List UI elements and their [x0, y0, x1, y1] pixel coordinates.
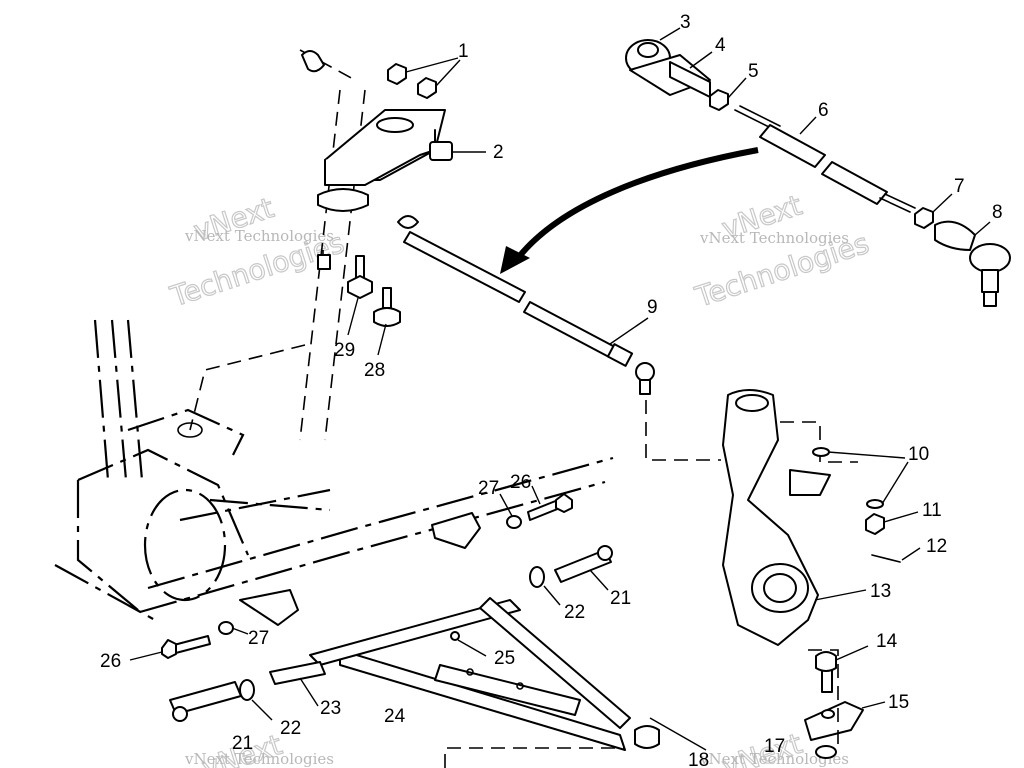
callout-22b: 22	[280, 718, 301, 739]
callout-2: 2	[493, 142, 504, 163]
callout-14: 14	[876, 631, 898, 652]
callout-25: 25	[494, 648, 515, 669]
callout-1: 1	[458, 41, 469, 62]
callout-6: 6	[818, 100, 829, 121]
curved-arrow-icon	[515, 147, 759, 260]
callout-28: 28	[364, 360, 385, 381]
callout-4: 4	[715, 35, 726, 56]
callout-15: 15	[888, 692, 909, 713]
callout-29: 29	[334, 340, 355, 361]
callout-26b: 26	[100, 651, 121, 672]
curved-arrow-head-icon	[500, 246, 530, 274]
callout-3: 3	[680, 12, 691, 33]
frame-bulkhead	[54, 319, 614, 626]
callout-27b: 27	[248, 628, 269, 649]
callout-21a: 21	[610, 588, 631, 609]
callout-11: 11	[922, 500, 942, 521]
callout-23: 23	[320, 698, 341, 719]
callout-26a: 26	[510, 472, 531, 493]
watermark-caption-bottom-right: vNext Technologies	[699, 750, 849, 768]
callout-18: 18	[688, 750, 709, 768]
a-arm-assembly	[129, 485, 707, 768]
callout-numbers: 1 2 3 4 5 6 7 8 9 10 11 12 13 14 15 17 1…	[100, 12, 1003, 768]
callout-22a: 22	[564, 602, 585, 623]
callout-7: 7	[954, 176, 965, 197]
callout-27a: 27	[478, 478, 499, 499]
watermark-caption-left: vNext Technologies	[184, 227, 334, 245]
steering-post-assembly	[189, 49, 486, 441]
callout-17: 17	[764, 736, 785, 757]
spindle-assembly	[722, 389, 921, 759]
watermark-caption-bottom-left: vNext Technologies	[184, 750, 334, 768]
callout-21b: 21	[232, 733, 253, 754]
callout-13: 13	[870, 581, 891, 602]
callout-8: 8	[992, 202, 1003, 223]
tie-rod-upper-assembly	[397, 27, 1011, 461]
callout-10: 10	[908, 444, 929, 465]
callout-5: 5	[748, 61, 759, 82]
callout-12: 12	[926, 536, 947, 557]
callout-9: 9	[647, 297, 658, 318]
callout-24: 24	[384, 706, 406, 727]
watermark-caption-right: vNext Technologies	[699, 229, 849, 247]
